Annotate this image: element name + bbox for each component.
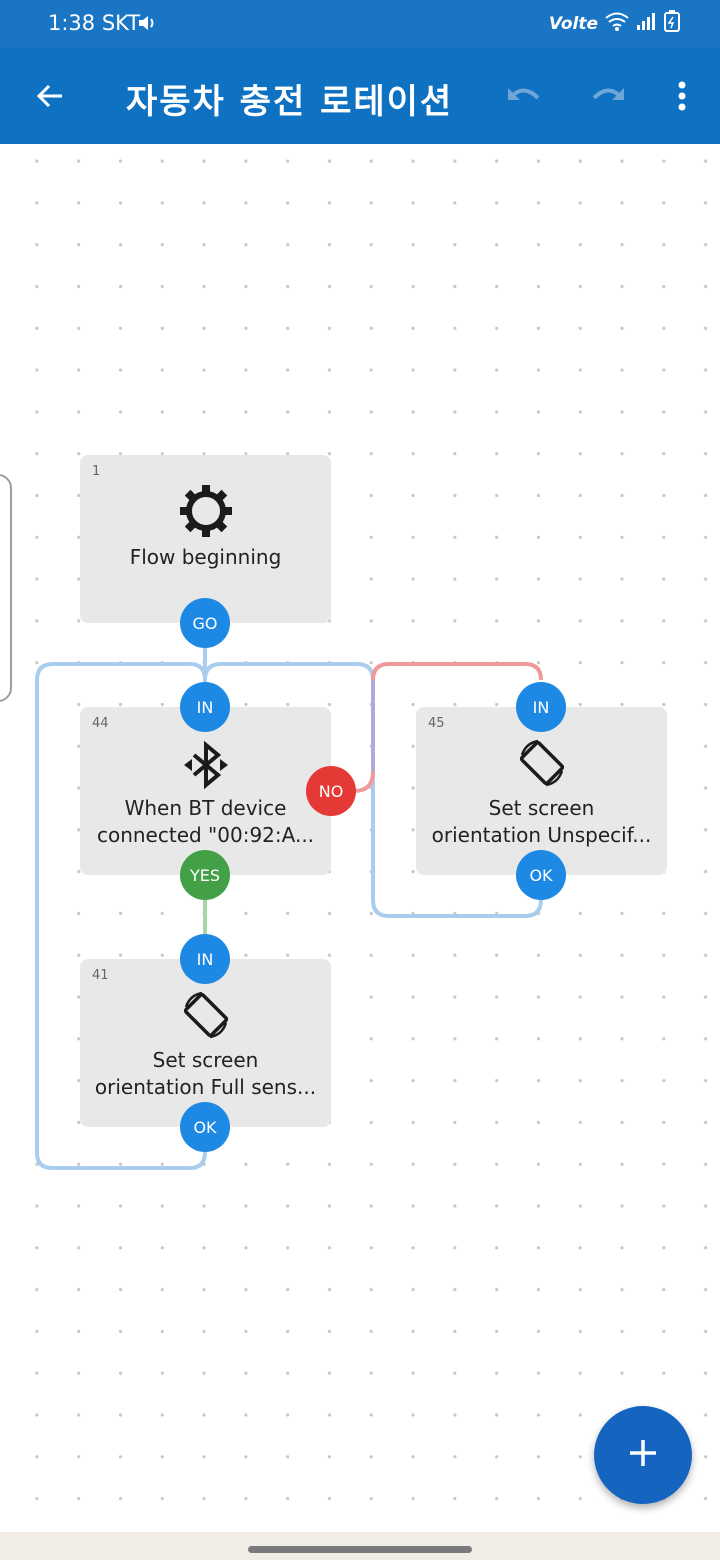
system-nav-bar: [0, 1532, 720, 1560]
flow-node-orientation-unspecified[interactable]: 45 Set screen orientation Unspecif...: [416, 707, 667, 875]
node-label-line1: Set screen: [488, 796, 595, 820]
node-label-line2: connected "00:92:A...: [96, 823, 315, 847]
port-ok[interactable]: OK: [180, 1102, 230, 1152]
port-in[interactable]: IN: [516, 682, 566, 732]
port-in[interactable]: IN: [180, 682, 230, 732]
port-no[interactable]: NO: [306, 766, 356, 816]
wire-41-ok-loop: [35, 662, 207, 1170]
node-label-line1: When BT device: [124, 796, 287, 820]
signal-icon: [636, 11, 658, 36]
port-go[interactable]: GO: [180, 598, 230, 648]
flow-node-bt-connected[interactable]: 44 When BT device connected "00:92:A...: [80, 707, 331, 875]
gear-icon: [178, 483, 234, 543]
node-number: 45: [428, 716, 445, 731]
wire-no-to-45: [353, 662, 543, 793]
node-label: Flow beginning: [129, 545, 282, 569]
flow-title: 자동차 충전 로테이션: [126, 82, 454, 122]
node-label-line2: orientation Full sens...: [94, 1075, 317, 1099]
node-number: 41: [92, 968, 109, 983]
port-in[interactable]: IN: [180, 934, 230, 984]
add-block-button[interactable]: [594, 1406, 692, 1504]
plus-icon: [628, 1438, 658, 1472]
status-time: 1:38 SKT: [48, 11, 141, 35]
home-gesture-handle[interactable]: [248, 1546, 472, 1553]
battery-icon: [664, 10, 680, 37]
redo-icon[interactable]: [586, 76, 630, 116]
bluetooth-icon: [180, 739, 232, 795]
status-icons: Volte: [549, 10, 680, 37]
flow-node-orientation-full-sensor[interactable]: 41 Set screen orientation Full sens...: [80, 959, 331, 1127]
flow-node-beginning[interactable]: 1 Flow beginning: [80, 455, 331, 623]
port-yes[interactable]: YES: [180, 850, 230, 900]
undo-icon[interactable]: [502, 76, 546, 116]
more-vert-icon[interactable]: [664, 76, 700, 116]
wire-45-ok-loop: [203, 662, 543, 918]
network-label: Volte: [548, 13, 598, 34]
screen-rotation-icon: [178, 987, 234, 1047]
app-bar: 자동차 충전 로테이션: [0, 48, 720, 144]
port-ok[interactable]: OK: [516, 850, 566, 900]
wifi-icon: [604, 11, 630, 36]
volume-icon: [136, 12, 158, 34]
node-label-line2: orientation Unspecif...: [431, 823, 652, 847]
node-label-line1: Set screen: [152, 1048, 259, 1072]
status-bar: 1:38 SKT Volte: [0, 0, 720, 48]
back-arrow-icon[interactable]: [30, 76, 70, 116]
screen-rotation-icon: [514, 735, 570, 795]
node-number: 44: [92, 716, 109, 731]
node-number: 1: [92, 464, 101, 479]
